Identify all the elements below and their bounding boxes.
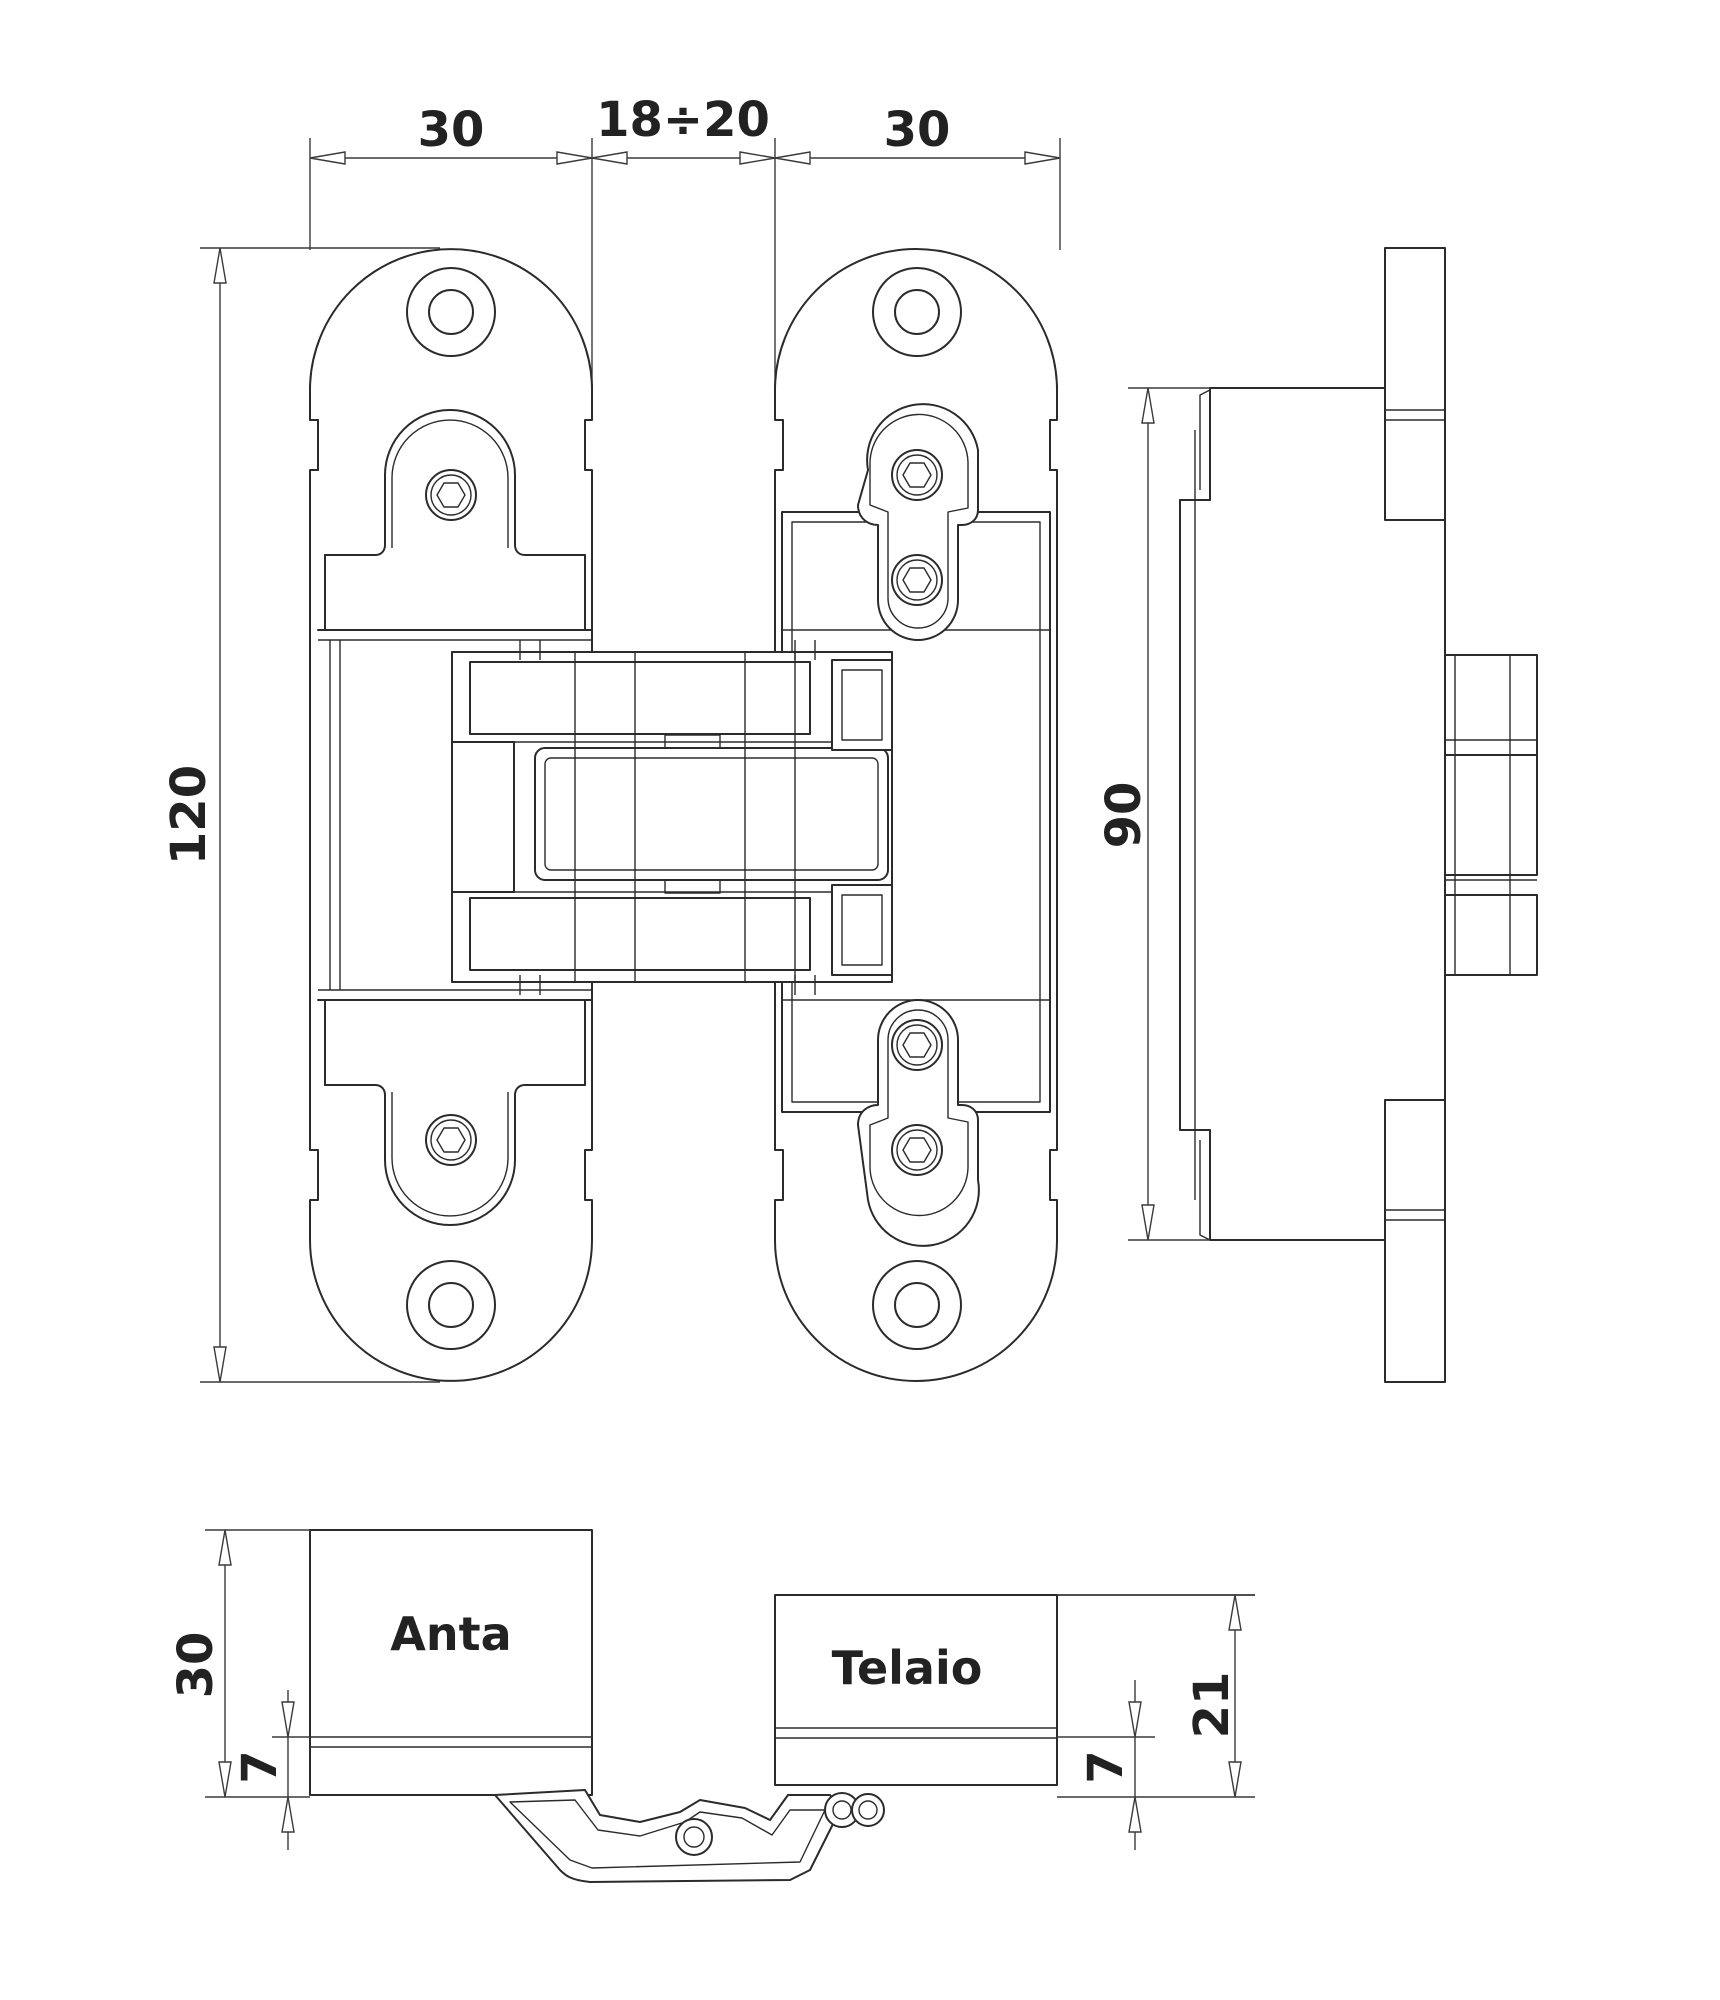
left-lower-hex-bolt-icon bbox=[425, 1114, 477, 1166]
side-height-dimension-lines bbox=[1128, 387, 1210, 1241]
dimension-leaf-thickness: 30 bbox=[168, 1632, 224, 1699]
leaf-section bbox=[309, 1529, 593, 1796]
dimension-gap: 18÷20 bbox=[596, 92, 770, 148]
frame-dimension-lines bbox=[1057, 1594, 1255, 1850]
right-lower-fix-bolt-icon bbox=[891, 1019, 943, 1071]
central-hinge-mechanism bbox=[451, 640, 893, 995]
right-hinge-plate bbox=[774, 248, 1058, 1382]
dimension-leaf-offset: 7 bbox=[232, 1750, 288, 1783]
overall-height-dimension-lines bbox=[200, 247, 440, 1383]
leaf-dimension-lines bbox=[205, 1529, 310, 1850]
dimension-left-width: 30 bbox=[418, 102, 485, 158]
right-lower-adjust-bolt-icon bbox=[891, 1124, 943, 1176]
side-view bbox=[1179, 247, 1538, 1383]
leaf-label: Anta bbox=[390, 1607, 511, 1661]
top-dimension-lines bbox=[309, 138, 1061, 420]
right-upper-fix-bolt-icon bbox=[891, 554, 943, 606]
dimension-frame-thickness: 21 bbox=[1184, 1672, 1240, 1739]
frame-label: Telaio bbox=[832, 1641, 983, 1695]
frame-section bbox=[774, 1594, 1255, 1786]
dimension-frame-offset: 7 bbox=[1078, 1750, 1134, 1783]
dimension-right-width: 30 bbox=[884, 102, 951, 158]
open-hinge-linkage bbox=[494, 1789, 885, 1883]
left-upper-hex-bolt-icon bbox=[425, 469, 477, 521]
right-upper-adjust-bolt-icon bbox=[891, 449, 943, 501]
dimension-overall-height: 120 bbox=[161, 765, 217, 865]
dimension-side-height: 90 bbox=[1096, 782, 1152, 849]
